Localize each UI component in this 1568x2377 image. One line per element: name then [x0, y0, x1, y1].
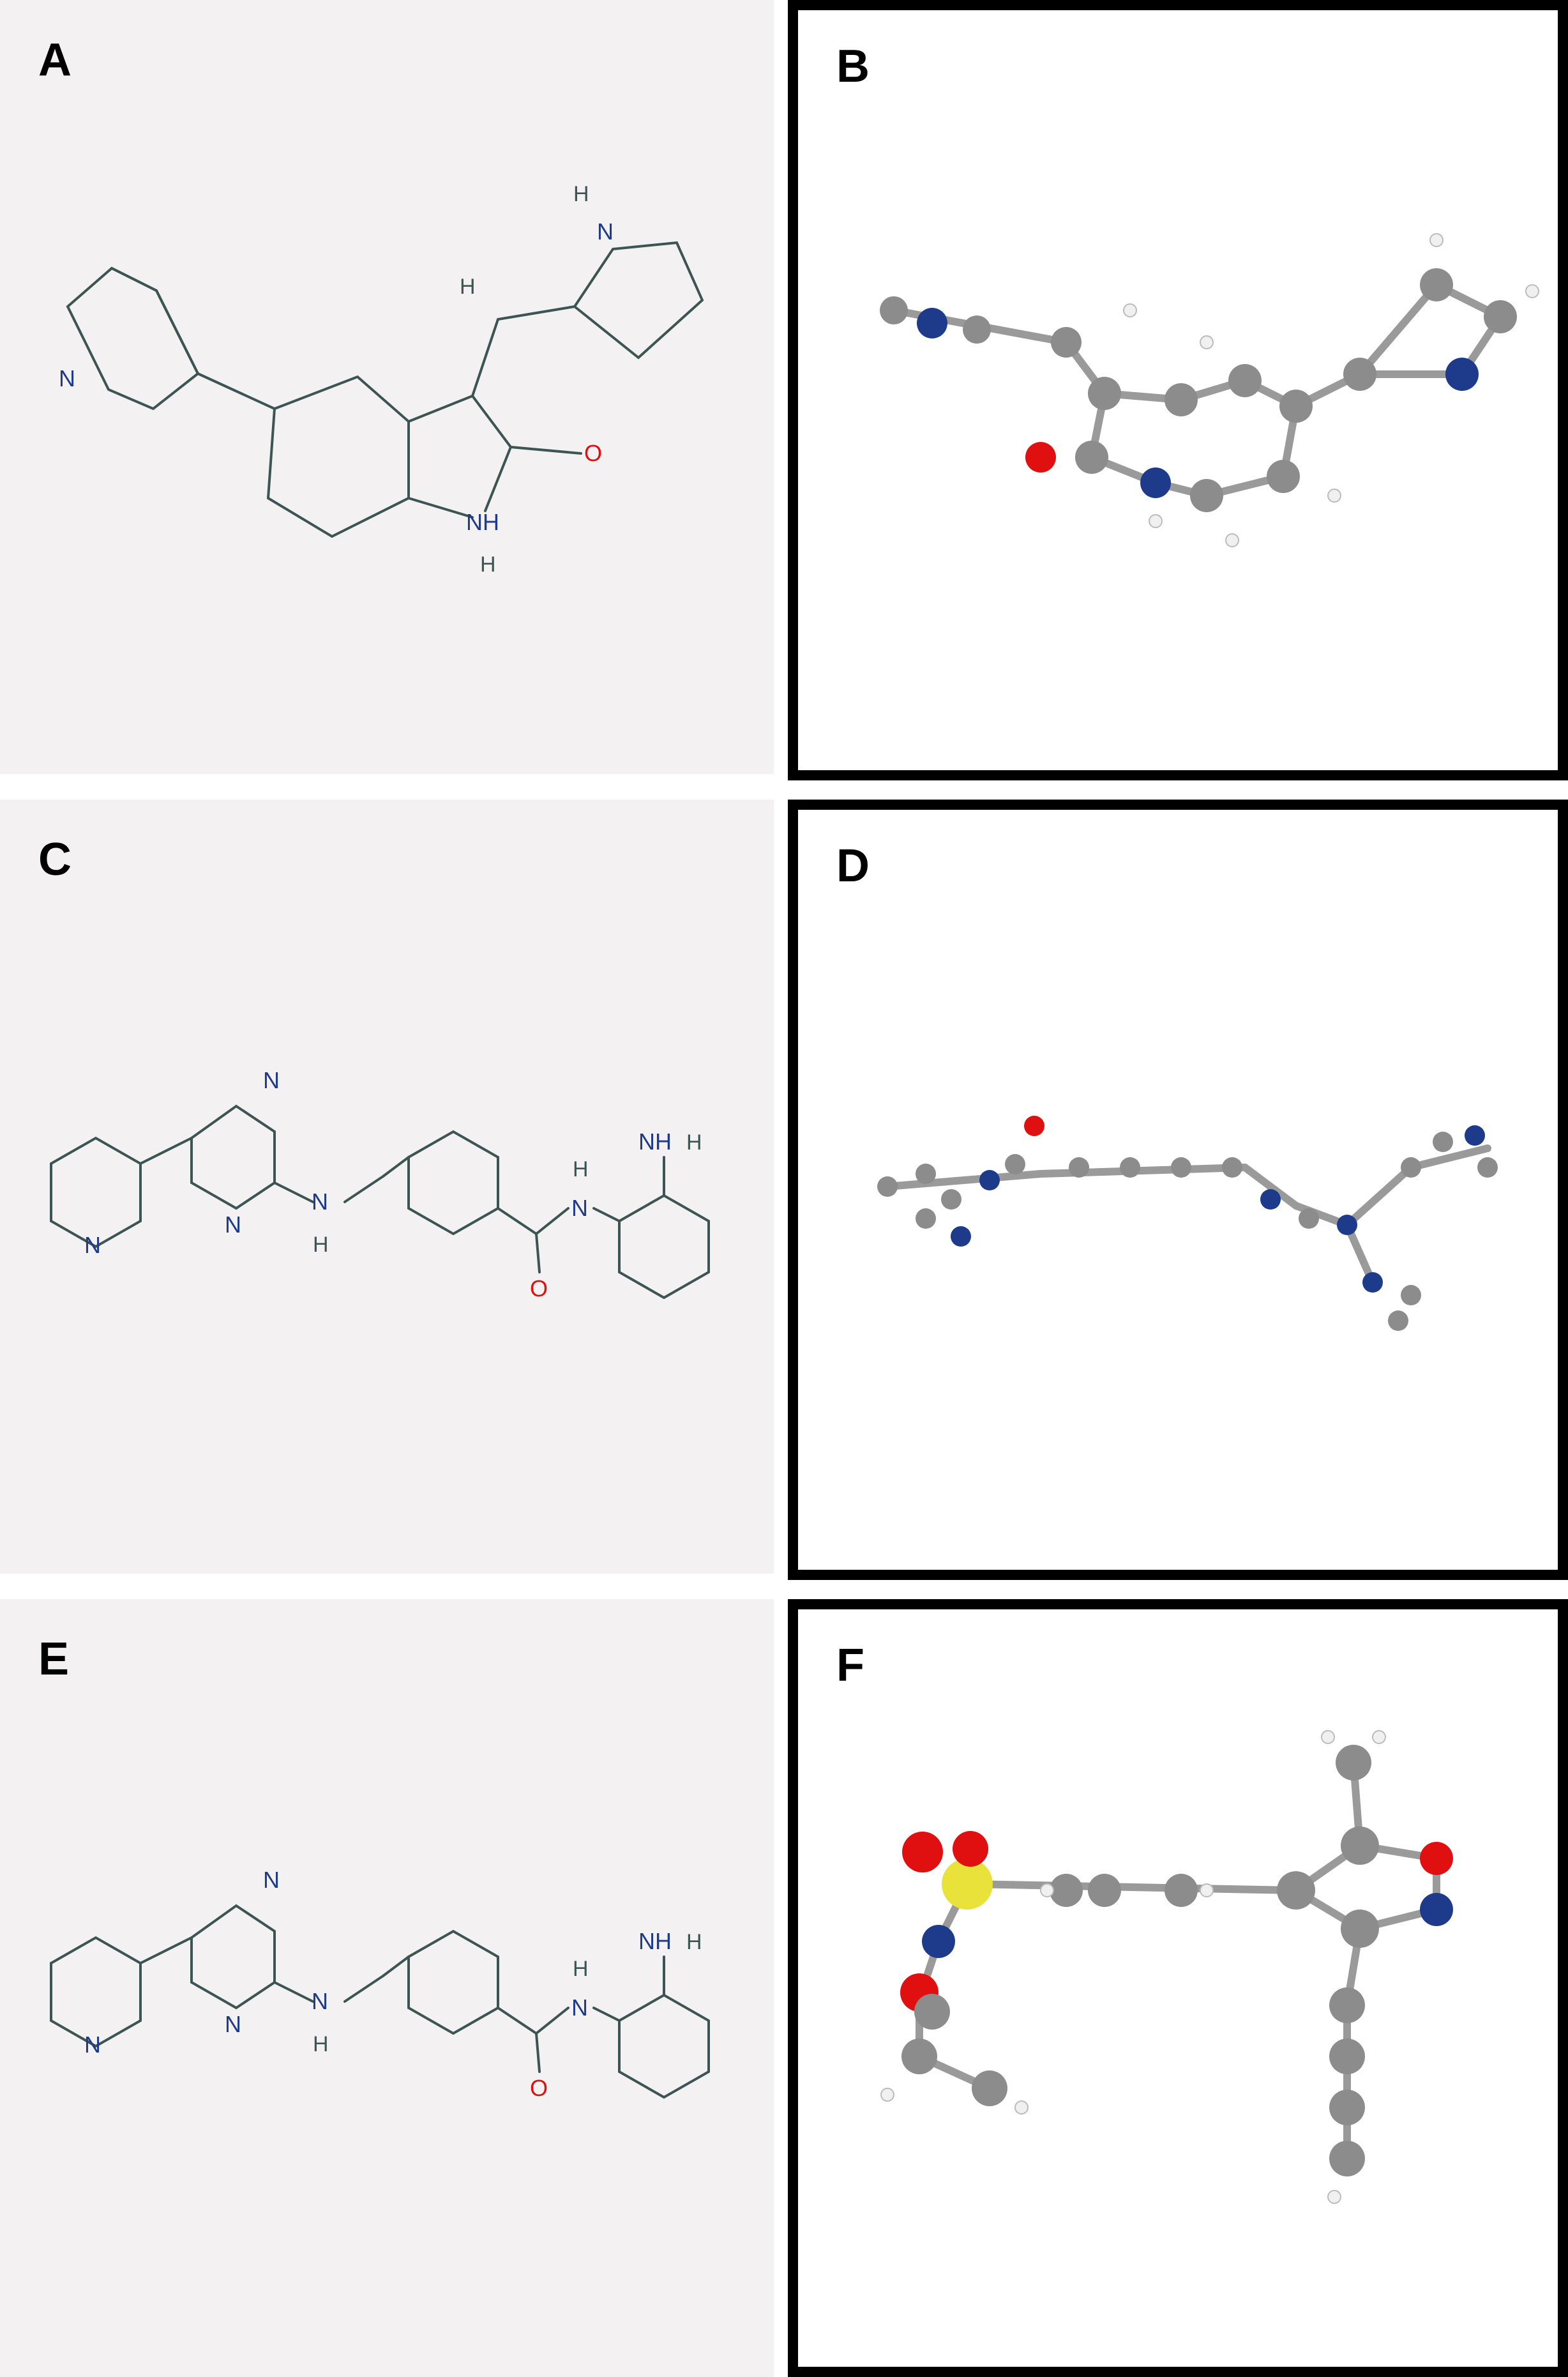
model-f-svg	[880, 1730, 1453, 2204]
atom-h-pyrrole: H	[573, 182, 589, 206]
panel-label-d: D	[836, 840, 870, 892]
structure-e-svg: N N N N H O N H NH H	[50, 1867, 710, 2101]
atom-nh2-c: NH	[638, 1128, 672, 1155]
atom-o-amide-c: O	[530, 1275, 548, 1302]
model-d-svg	[877, 1116, 1498, 1331]
atom-nh-pyrrole: N	[597, 218, 614, 245]
atom-h2-e: H	[686, 1930, 702, 1954]
atom-n-pyrimidine-2-e: N	[225, 2011, 241, 2037]
atom-h-amine-c: H	[313, 1233, 329, 1257]
panel-e-2d-structure: E N N N N H O N H NH H	[0, 1599, 774, 2377]
panel-b-3d-model: B	[788, 0, 1568, 780]
model-f-atoms	[880, 1730, 1453, 2204]
panel-a-2d-structure: A N O NH H N H H	[0, 0, 774, 774]
structure-a-svg: N O NH H N H H	[59, 182, 704, 577]
panel-label-c: C	[38, 834, 72, 885]
panel-f-3d-model: F	[788, 1599, 1568, 2377]
panel-c-2d-structure: C N N N N H O N H NH H	[0, 800, 774, 1574]
model-b-atoms	[880, 233, 1539, 547]
structure-c-svg: N N N N H O N H NH H	[50, 1067, 710, 1302]
atom-o-carbonyl: O	[584, 440, 602, 466]
atom-h2-c: H	[686, 1130, 702, 1155]
panel-label-f: F	[836, 1640, 864, 1691]
atom-n-pyridine-c: N	[84, 1232, 101, 1258]
panel-label-e: E	[38, 1634, 70, 1685]
atom-n-pyrimidine-1-e: N	[263, 1867, 280, 1893]
atom-h-amide-e: H	[573, 1957, 589, 1981]
model-d-bonds	[884, 1144, 1491, 1286]
model-d-atoms	[877, 1116, 1498, 1331]
panel-label-b: B	[836, 41, 870, 92]
panel-d-3d-model: D	[788, 800, 1568, 1580]
atom-nh-amine-e: N	[312, 1988, 328, 2014]
model-b-bonds	[890, 281, 1504, 499]
model-b-svg	[880, 233, 1539, 547]
atom-h-lactam: H	[480, 552, 496, 577]
atom-nh-lactam: NH	[466, 509, 499, 535]
atom-n-pyrimidine-1-c: N	[263, 1067, 280, 1093]
atom-n-pyrimidine-2-c: N	[225, 1211, 241, 1238]
atom-nh-amine-c: N	[312, 1188, 328, 1215]
atom-nh2-e: NH	[638, 1928, 672, 1954]
atom-o-amide-e: O	[530, 2075, 548, 2101]
atom-n-pyridine-e: N	[84, 2031, 101, 2058]
panel-label-a: A	[38, 34, 72, 86]
atom-h-amine-e: H	[313, 2032, 329, 2056]
atom-n-pyridine: N	[59, 365, 75, 391]
atom-nh-amide-e: N	[571, 1994, 588, 2021]
atom-h-vinyl: H	[460, 275, 476, 299]
atom-h-amide-c: H	[573, 1157, 589, 1181]
atom-nh-amide-c: N	[571, 1195, 588, 1221]
